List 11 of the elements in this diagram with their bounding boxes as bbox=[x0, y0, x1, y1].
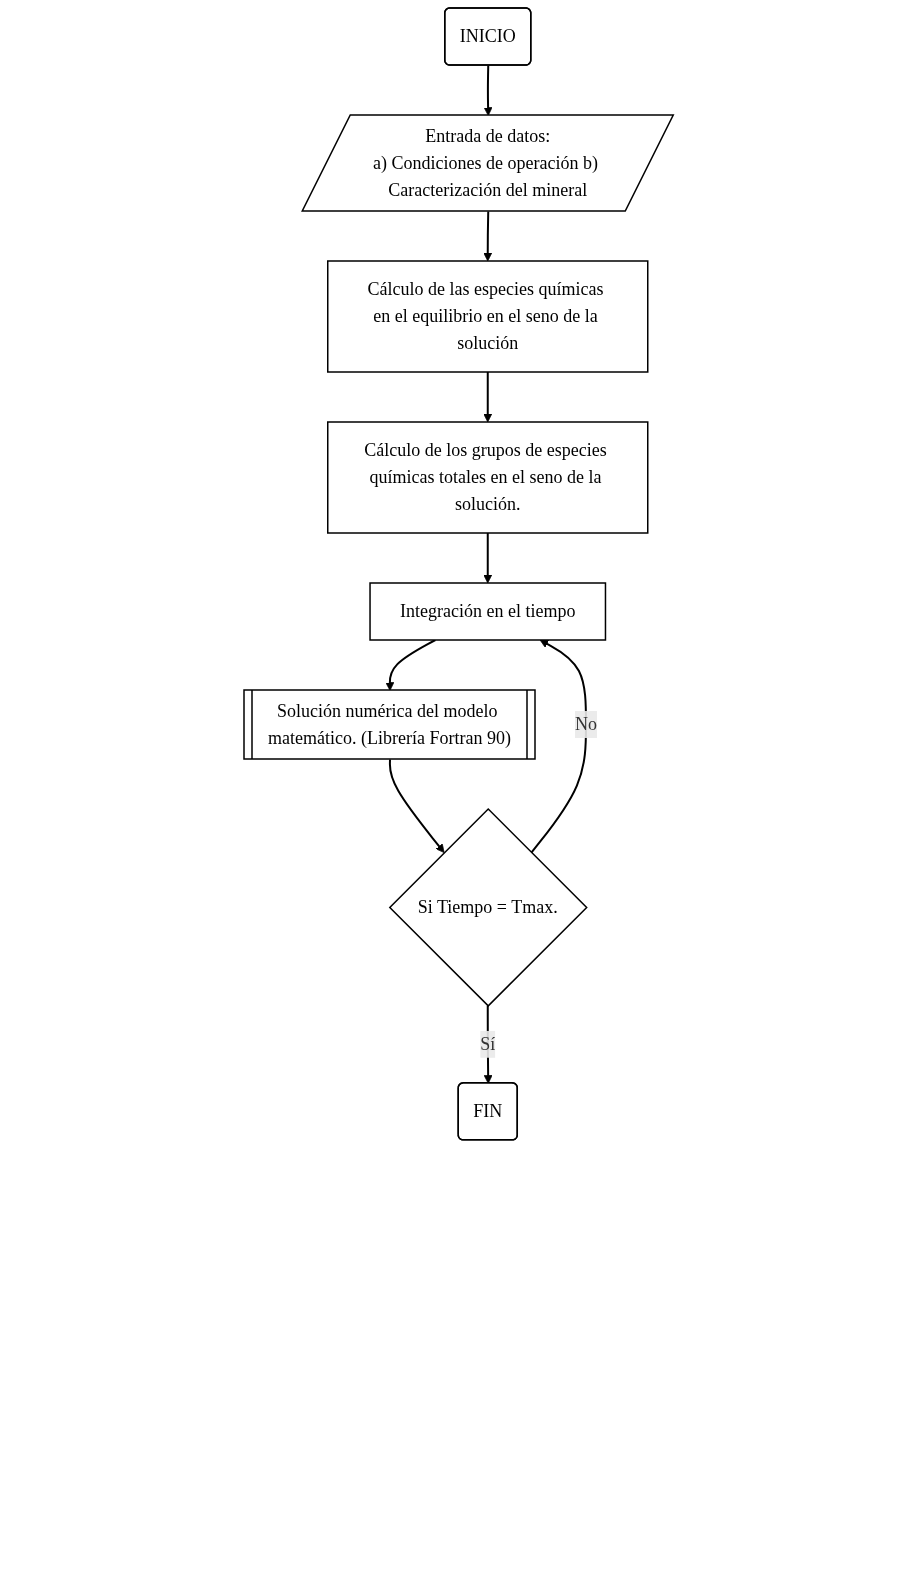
arrow bbox=[530, 639, 587, 854]
arrow bbox=[483, 371, 493, 423]
node-box: Cálculo de las especies químicas en el equilibrio en el seno de la solución bbox=[326, 260, 649, 373]
arrow bbox=[385, 639, 437, 691]
arrow bbox=[483, 532, 493, 584]
node-box: Integración en el tiempo bbox=[369, 582, 607, 641]
edge-label: Sí bbox=[480, 1033, 496, 1054]
node-diamond: Si Tiempo = Tmax. bbox=[388, 807, 588, 1007]
arrow bbox=[483, 64, 493, 116]
edge-label: No bbox=[574, 714, 597, 734]
node-box: Cálculo de los grupos de especies químicas totales en el seno de la solución. bbox=[326, 421, 649, 534]
